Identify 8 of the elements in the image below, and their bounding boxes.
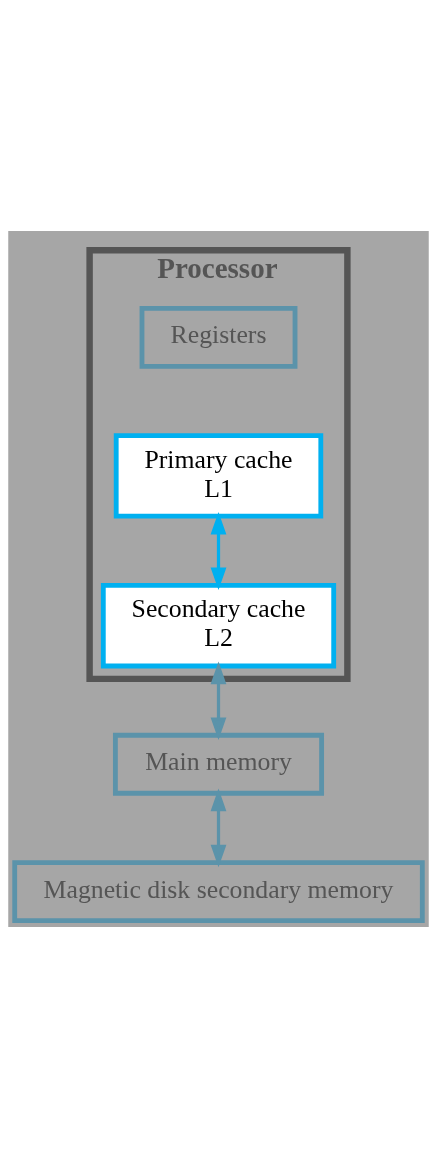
node-box: Primary cache L1 [113, 433, 324, 519]
arrow [210, 661, 227, 741]
node-box: Registers [139, 305, 298, 369]
arrow [210, 788, 227, 868]
node-box: Secondary cache L2 [100, 583, 337, 669]
node-box: Magnetic disk secondary memory [12, 860, 425, 923]
arrow [210, 511, 227, 591]
node-box: Main memory [112, 732, 325, 796]
